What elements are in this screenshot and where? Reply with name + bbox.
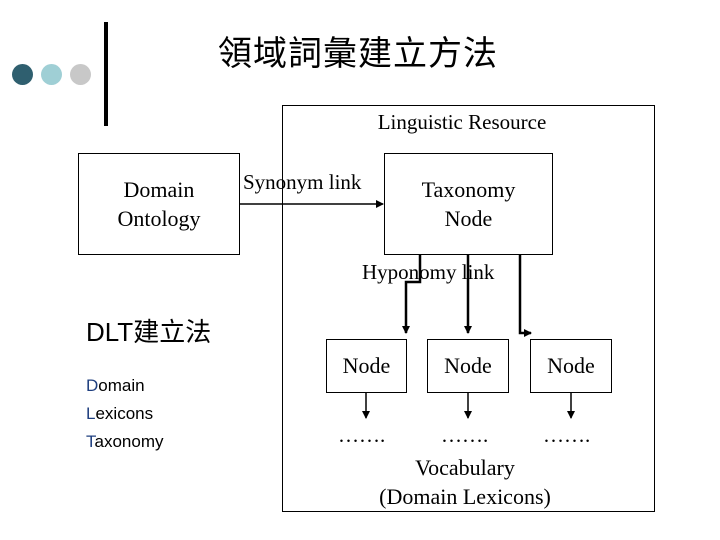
- node-box-2: [427, 339, 509, 393]
- title-divider: [104, 22, 108, 126]
- domain-ontology-line2: Ontology: [117, 206, 201, 231]
- vocabulary-label: Vocabulary (Domain Lexicons): [340, 453, 590, 511]
- decorative-dot-dark: [12, 64, 33, 85]
- taxonomy-node-line1: Taxonomy: [421, 177, 516, 202]
- node-label-1: Node: [342, 353, 391, 378]
- taxonomy-node-line2: Node: [444, 206, 493, 231]
- synonym-link-label: Synonym link: [243, 170, 362, 194]
- dlt-list-item: Domain: [86, 372, 163, 400]
- node-label-3: Node: [547, 353, 595, 378]
- vocabulary-line1: Vocabulary: [415, 455, 515, 480]
- linguistic-resource-label: Linguistic Resource: [377, 110, 547, 134]
- dlt-list: Domain Lexicons Taxonomy: [86, 372, 163, 456]
- dlt-item-initial: L: [86, 404, 96, 423]
- dlt-item-rest: exicons: [95, 404, 154, 423]
- hyponomy-left-branch: [402, 255, 422, 334]
- node-label-2: Node: [444, 353, 492, 378]
- domain-ontology-label: Domain Ontology: [78, 175, 240, 233]
- node-box-3: [530, 339, 612, 393]
- dlt-item-rest: axonomy: [94, 432, 164, 451]
- vocabulary-line2: (Domain Lexicons): [379, 484, 551, 509]
- dlt-list-item: Taxonomy: [86, 428, 163, 456]
- taxonomy-node-label: Taxonomy Node: [384, 175, 553, 233]
- domain-ontology-line1: Domain: [123, 177, 195, 202]
- hyponomy-link-label: Hyponomy link: [362, 260, 495, 284]
- page-title: 領域詞彙建立方法: [218, 34, 498, 74]
- decorative-dot-light: [41, 64, 62, 85]
- taxonomy-node-box: [384, 153, 553, 255]
- dlt-item-rest: omain: [98, 376, 145, 395]
- decorative-dot-gray: [70, 64, 91, 85]
- hyponomy-right-branch: [518, 255, 532, 337]
- dlt-list-item: Lexicons: [86, 400, 163, 428]
- dlt-heading: DLT建立法: [86, 317, 212, 347]
- node-box-1: [326, 339, 407, 393]
- ellipsis-1: …….: [338, 423, 386, 447]
- domain-ontology-box: [78, 153, 240, 255]
- dlt-item-initial: T: [86, 432, 95, 451]
- dlt-item-initial: D: [86, 376, 99, 395]
- ellipsis-2: …….: [441, 423, 489, 447]
- ellipsis-3: …….: [543, 423, 591, 447]
